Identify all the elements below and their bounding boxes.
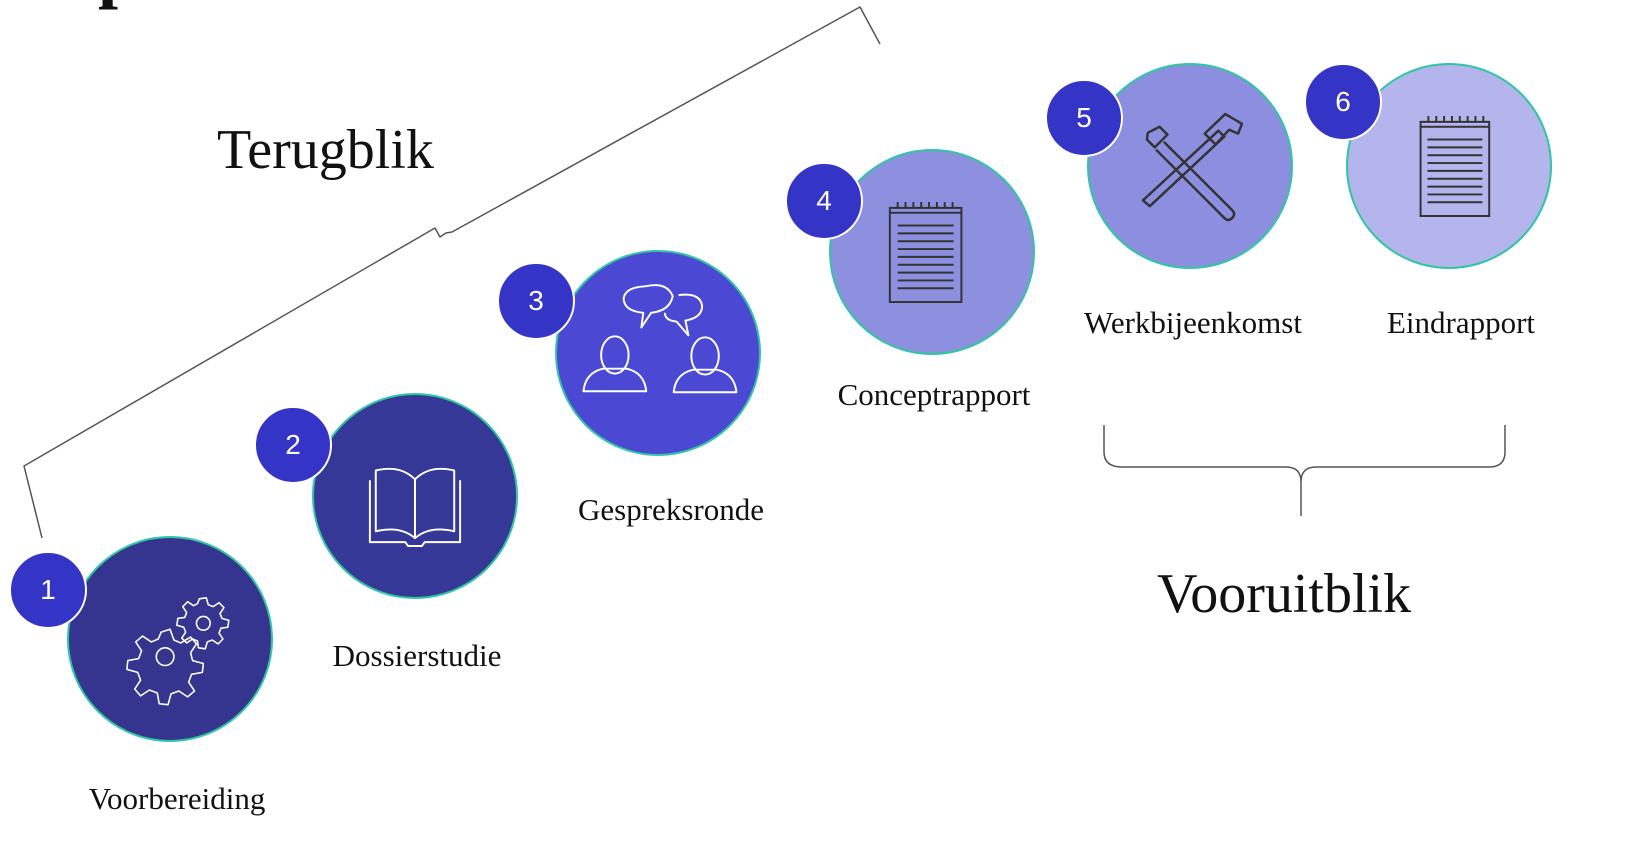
notepad-icon bbox=[1419, 115, 1491, 217]
step-circle-5 bbox=[1087, 63, 1293, 269]
notepad-icon bbox=[888, 201, 963, 303]
step-label-3: Gespreksronde bbox=[578, 492, 764, 527]
step-label-1: Voorbereiding bbox=[88, 781, 266, 816]
step-label-4: Conceptrapport bbox=[837, 377, 1031, 412]
gears-icon bbox=[126, 597, 230, 706]
step-label-2: Dossierstudie bbox=[332, 638, 502, 673]
step-badge-3: 3 bbox=[497, 262, 575, 340]
step-circle-6 bbox=[1346, 63, 1552, 269]
vooruitblik-label: Vooruitblik bbox=[1157, 563, 1412, 625]
step-badge-2: 2 bbox=[254, 406, 332, 484]
conversation-icon bbox=[582, 284, 738, 394]
step-badge-4: 4 bbox=[785, 162, 863, 240]
title-fragment: p bbox=[98, 0, 178, 12]
book-icon bbox=[368, 467, 462, 547]
step-label-6: Eindrapport bbox=[1386, 305, 1536, 340]
terugblik-label: Terugblik bbox=[217, 119, 434, 181]
step-label-5: Werkbijeenkomst bbox=[1084, 305, 1302, 340]
terugblik-bracket bbox=[23, 6, 881, 539]
step-circle-1 bbox=[67, 536, 273, 742]
step-circle-4 bbox=[829, 149, 1035, 355]
tools-icon bbox=[1141, 112, 1244, 222]
step-badge-5: 5 bbox=[1045, 79, 1123, 157]
title-fragment-text: p bbox=[98, 0, 138, 6]
step-circle-3 bbox=[555, 250, 761, 456]
step-badge-1: 1 bbox=[9, 551, 87, 629]
step-badge-6: 6 bbox=[1304, 63, 1382, 141]
vooruitblik-bracket bbox=[1103, 425, 1506, 516]
step-circle-2 bbox=[312, 393, 518, 599]
